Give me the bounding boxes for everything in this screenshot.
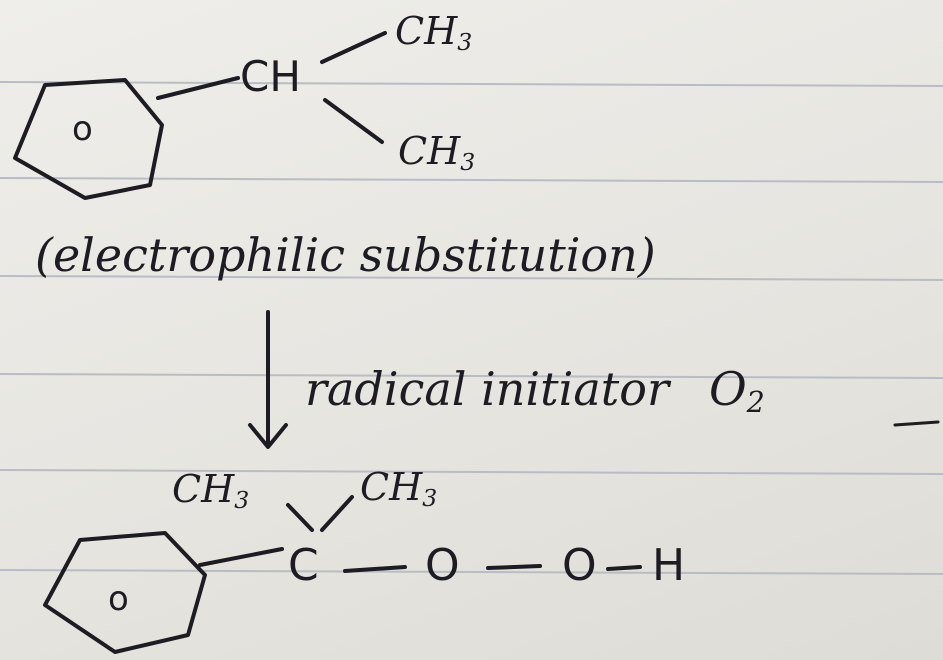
carbon-label: C (288, 540, 319, 591)
ring-to-ch-bond-1 (156, 76, 240, 100)
ch-label: CH (240, 52, 301, 101)
arrow-head (248, 423, 288, 449)
hydrogen-label: H (652, 540, 686, 591)
c-o-bond (343, 565, 407, 573)
methyl-bottom-label-1: CH3 (398, 129, 476, 176)
ch-to-methyl-top-bond (320, 31, 387, 64)
oxygen-1-label: O (425, 540, 460, 591)
o-o-bond (486, 564, 542, 570)
ring-to-c-bond (198, 547, 284, 567)
methyl-left-to-c-bond (286, 503, 314, 532)
benzene-ring-2 (43, 531, 207, 654)
methyl-top-label-1: CH3 (395, 9, 473, 56)
methyl-right-label-2: CH3 (360, 465, 438, 512)
ring-center-label-2: o (108, 579, 129, 619)
oxygen-2-label: O (562, 540, 597, 591)
ch-to-methyl-bottom-bond (323, 98, 384, 144)
ring-center-label-1: o (72, 109, 93, 149)
o2-underline (893, 420, 940, 427)
methyl-left-label-2: CH3 (172, 467, 250, 514)
reaction-note: (electrophilic substitution) (35, 228, 656, 282)
methyl-right-to-c-bond (320, 495, 354, 532)
benzene-ring-1 (13, 78, 164, 200)
o-h-bond (606, 565, 642, 571)
